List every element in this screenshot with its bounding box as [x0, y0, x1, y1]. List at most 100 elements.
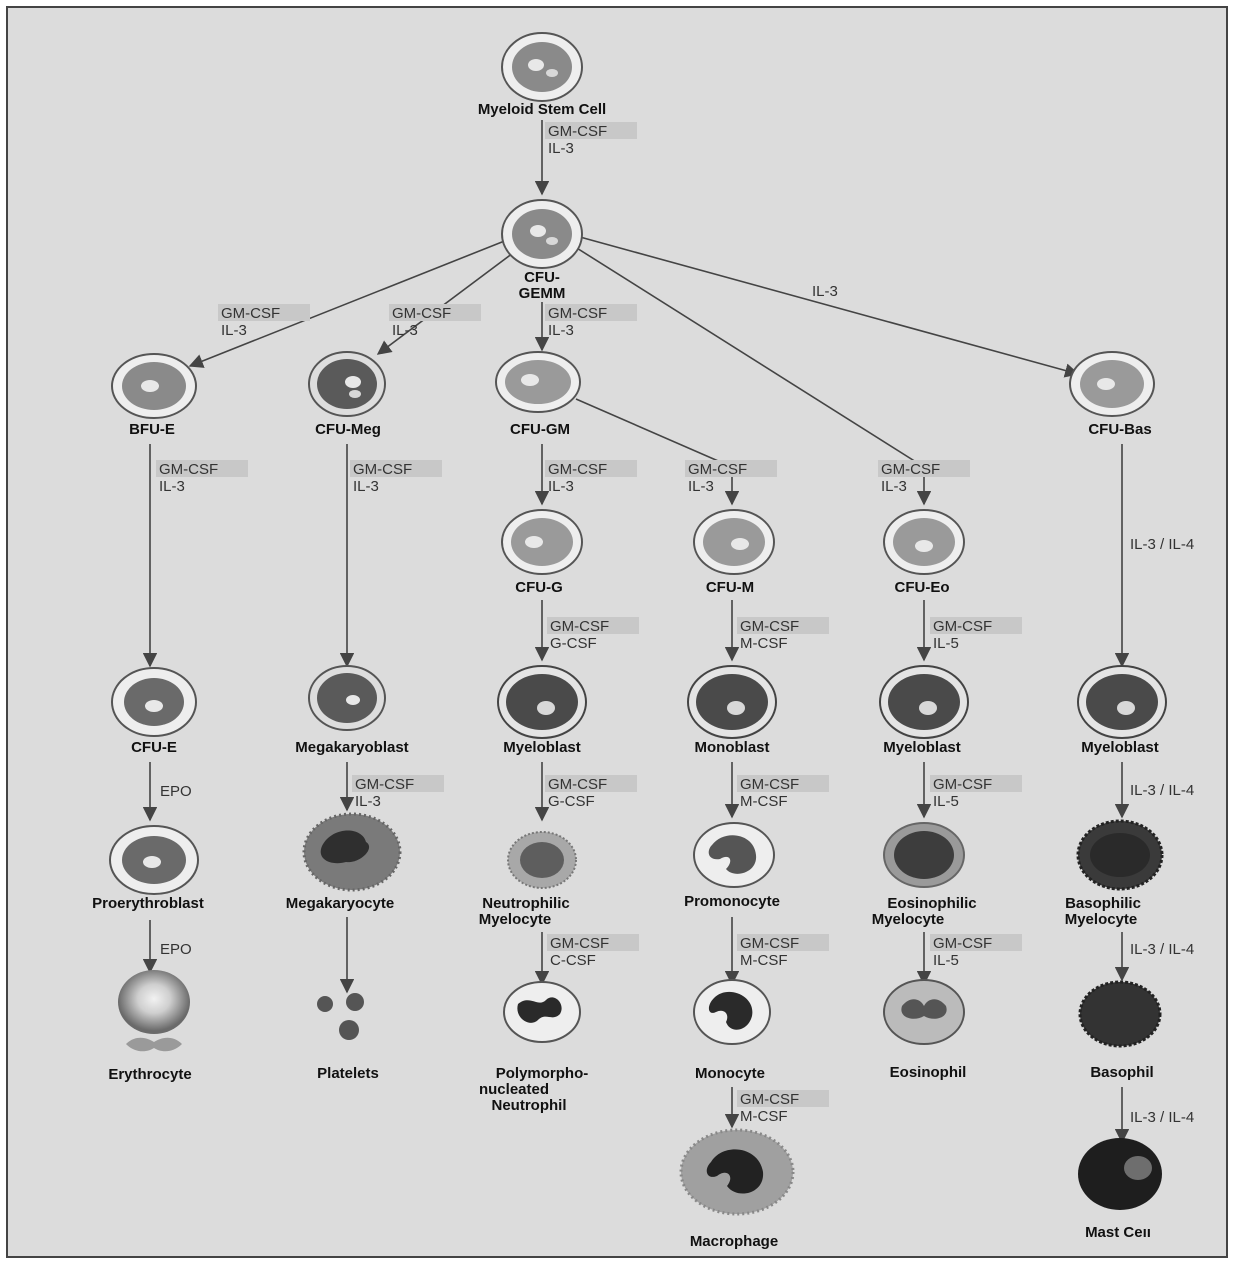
label-platelets: Platelets: [317, 1065, 379, 1082]
cfu-m-cell-image: [693, 509, 775, 575]
label-cfu-gm: CFU-GM: [510, 421, 570, 438]
factor-gcsf-g-myeloblast: G-CSF: [550, 635, 597, 652]
factor-gmcsf-monocyte: GM-CSF: [740, 935, 799, 952]
mast-cell-image: [1078, 1138, 1162, 1210]
factor-mcsf-monocyte: M-CSF: [740, 952, 788, 969]
factor-gmcsf-g-myeloblast: GM-CSF: [550, 618, 609, 635]
factor-gmcsf-megakaryocyte: GM-CSF: [355, 776, 414, 793]
myeloblast-eo-cell-image: [879, 665, 969, 739]
factor-il3-bfue: IL-3: [221, 322, 247, 339]
neutrophilic-myelocyte-cell-image: [507, 831, 577, 889]
factor-il3-cfue: IL-3: [159, 478, 185, 495]
polymorphonucleated-neutrophil-cell-image: [503, 981, 581, 1043]
cfu-gemm-cell-image: [501, 199, 583, 269]
cfu-bas-cell-image: [1069, 351, 1155, 417]
factor-il3-cfug: IL-3: [548, 478, 574, 495]
diagram-frame: Myeloid Stem Cell CFU- GEMM BFU-E CFU-Me…: [6, 6, 1228, 1258]
factor-mcsf-macrophage: M-CSF: [740, 1108, 788, 1125]
label-cfu-meg: CFU-Meg: [315, 421, 381, 438]
factor-ccsf-pmn: C-CSF: [550, 952, 596, 969]
label-myeloblast-g: Myeloblast: [503, 739, 581, 756]
factor-gmcsf-megakaryoblast: GM-CSF: [353, 461, 412, 478]
arrow-gemm-to-cfubas: [579, 236, 1080, 378]
factor-mcsf-monoblast: M-CSF: [740, 635, 788, 652]
factor-gmcsf-promonocyte: GM-CSF: [740, 776, 799, 793]
label-bfu-e: BFU-E: [129, 421, 175, 438]
label-megakaryocyte: Megakaryocyte: [286, 895, 394, 912]
label-erythrocyte: Erythrocyte: [108, 1066, 191, 1083]
factor-il3il4-bas-myeloblast: IL-3 / IL-4: [1130, 536, 1194, 553]
label-mast-cell: Mast Ceıı: [1085, 1224, 1151, 1241]
cfu-gm-cell-image: [495, 351, 581, 413]
proerythroblast-cell-image: [109, 825, 199, 895]
arrow-cfugm-to-cfum-diag: [575, 398, 733, 468]
label-basophilic-myelocyte-line2: Myelocyte: [1065, 911, 1138, 928]
factor-il3-cfugm: IL-3: [548, 322, 574, 339]
cfu-g-cell-image: [501, 509, 583, 575]
megakaryoblast-cell-image: [308, 665, 386, 731]
factor-gmcsf-bfue: GM-CSF: [221, 305, 280, 322]
cell-labels: Myeloid Stem Cell CFU- GEMM BFU-E CFU-Me…: [92, 101, 1159, 1250]
cfu-eo-cell-image: [883, 509, 965, 575]
label-macrophage: Macrophage: [690, 1233, 778, 1250]
factor-labels: GM-CSF IL-3 GM-CSF IL-3 GM-CSF IL-3 GM-C…: [156, 122, 1194, 1126]
factor-gmcsf-stem: GM-CSF: [548, 123, 607, 140]
label-neutrophilic-myelocyte-line2: Myelocyte: [479, 911, 552, 928]
factor-gmcsf-cfue: GM-CSF: [159, 461, 218, 478]
factor-gcsf-neutro-myelocyte: G-CSF: [548, 793, 595, 810]
factor-il3il4-basophil: IL-3 / IL-4: [1130, 941, 1194, 958]
factor-il3-megakaryoblast: IL-3: [353, 478, 379, 495]
monocyte-cell-image: [693, 979, 771, 1045]
label-cfu-m: CFU-M: [706, 579, 754, 596]
myeloid-lineage-diagram: Myeloid Stem Cell CFU- GEMM BFU-E CFU-Me…: [92, 32, 1194, 1250]
promonocyte-cell-image: [693, 822, 775, 888]
factor-gmcsf-eo-myeloblast: GM-CSF: [933, 618, 992, 635]
label-cfu-gemm-line2: GEMM: [519, 285, 566, 302]
factor-il3-cfumeg: IL-3: [392, 322, 418, 339]
factor-il3il4-mast-cell: IL-3 / IL-4: [1130, 1109, 1194, 1126]
label-cfu-g: CFU-G: [515, 579, 563, 596]
bfu-e-cell-image: [111, 353, 197, 419]
label-myeloblast-eo: Myeloblast: [883, 739, 961, 756]
factor-gmcsf-cfug: GM-CSF: [548, 461, 607, 478]
megakaryocyte-cell-image: [302, 812, 402, 892]
myeloblast-g-cell-image: [497, 665, 587, 739]
cells: [109, 32, 1167, 1216]
label-cfu-eo: CFU-Eo: [895, 579, 950, 596]
arrow-gemm-to-cfueo: [571, 244, 925, 468]
cfu-meg-cell-image: [308, 351, 386, 417]
factor-il5-eosino-myelocyte: IL-5: [933, 793, 959, 810]
factor-gmcsf-macrophage: GM-CSF: [740, 1091, 799, 1108]
factor-gmcsf-pmn: GM-CSF: [550, 935, 609, 952]
factor-il3-cfubas: IL-3: [812, 283, 838, 300]
basophil-cell-image: [1078, 980, 1162, 1048]
factor-epo-proerythroblast: EPO: [160, 783, 192, 800]
factor-epo-erythrocyte: EPO: [160, 941, 192, 958]
label-myeloblast-bas: Myeloblast: [1081, 739, 1159, 756]
label-cfu-bas: CFU-Bas: [1088, 421, 1151, 438]
label-pmn-line2: nucleated: [479, 1081, 549, 1098]
factor-il3-stem: IL-3: [548, 140, 574, 157]
label-proerythroblast: Proerythroblast: [92, 895, 204, 912]
erythrocyte-cell-image: [118, 970, 190, 1052]
factor-il5-eo-myeloblast: IL-5: [933, 635, 959, 652]
myeloblast-bas-cell-image: [1077, 665, 1167, 739]
factor-il3-cfum: IL-3: [688, 478, 714, 495]
factor-gmcsf-monoblast: GM-CSF: [740, 618, 799, 635]
factor-mcsf-promonocyte: M-CSF: [740, 793, 788, 810]
factor-il3il4-baso-myelocyte: IL-3 / IL-4: [1130, 782, 1194, 799]
factor-gmcsf-neutro-myelocyte: GM-CSF: [548, 776, 607, 793]
factor-gmcsf-eosino-myelocyte: GM-CSF: [933, 776, 992, 793]
factor-gmcsf-cfumeg: GM-CSF: [392, 305, 451, 322]
label-megakaryoblast: Megakaryoblast: [295, 739, 408, 756]
factor-gmcsf-eosinophil: GM-CSF: [933, 935, 992, 952]
label-neutrophilic-myelocyte-line1: Neutrophilic: [482, 895, 570, 912]
factor-il3-cfueo: IL-3: [881, 478, 907, 495]
eosinophil-cell-image: [883, 979, 965, 1045]
factor-gmcsf-cfum: GM-CSF: [688, 461, 747, 478]
label-cfu-e: CFU-E: [131, 739, 177, 756]
eosinophilic-myelocyte-cell-image: [883, 822, 965, 888]
arrow-gemm-to-cfumeg: [376, 249, 518, 355]
label-eosinophil: Eosinophil: [890, 1064, 967, 1081]
label-basophil: Basophil: [1090, 1064, 1153, 1081]
